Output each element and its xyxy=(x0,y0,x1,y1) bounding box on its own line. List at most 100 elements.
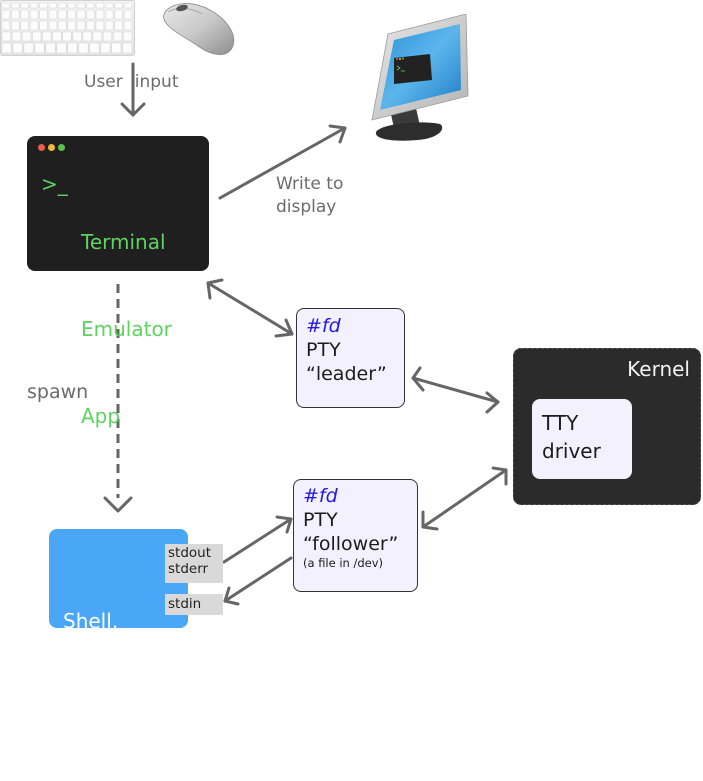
keyboard-key xyxy=(112,31,123,42)
keyboard-key xyxy=(39,20,48,31)
keyboard-key xyxy=(1,9,11,20)
keyboard-key xyxy=(76,2,86,9)
kernel-title: Kernel xyxy=(627,357,690,381)
keyboard-key xyxy=(123,31,133,42)
follower-kernel-arrow xyxy=(421,466,508,531)
keyboard-key xyxy=(76,9,86,20)
keyboard-key xyxy=(20,2,29,9)
keyboard-key xyxy=(12,42,23,54)
kernel-box: Kernel TTY driver xyxy=(513,348,701,505)
keyboard-key xyxy=(1,42,12,54)
keyboard-key xyxy=(114,2,123,9)
spawn-label: spawn xyxy=(27,381,89,403)
stderr-label: stderr xyxy=(168,561,209,577)
user-input-label-part1: User xyxy=(84,72,123,92)
pty-leader-title: PTY xyxy=(306,339,341,361)
keyboard-key xyxy=(62,31,72,42)
keyboard-key xyxy=(67,42,78,54)
keyboard-key xyxy=(67,2,76,9)
pty-leader-box: #fd PTY “leader” xyxy=(296,308,405,408)
prompt-icon: >_ xyxy=(41,172,68,196)
keyboard-key xyxy=(86,9,95,20)
terminal-leader-arrow xyxy=(206,278,294,338)
keyboard-key xyxy=(114,20,123,31)
spawn-arrow xyxy=(103,284,133,513)
keyboard-key xyxy=(86,2,95,9)
keyboard-key xyxy=(123,20,133,31)
keyboard-key xyxy=(20,9,29,20)
write-to-display-line2: display xyxy=(276,197,337,217)
monitor-icon xyxy=(371,14,469,141)
stdout-label: stdout xyxy=(168,545,212,561)
keyboard-key xyxy=(67,20,76,31)
user-input-arrow xyxy=(120,62,146,117)
write-to-display-line1: Write to xyxy=(276,174,344,194)
keyboard-key xyxy=(48,2,58,9)
keyboard-key xyxy=(67,9,76,20)
keyboard-icon xyxy=(0,0,135,56)
keyboard-key xyxy=(42,31,52,42)
keyboard-key xyxy=(76,20,86,31)
keyboard-key xyxy=(39,9,48,20)
keyboard-key xyxy=(82,31,92,42)
window-close-dot xyxy=(38,144,45,151)
keyboard-key xyxy=(29,2,39,9)
keyboard-key xyxy=(102,31,113,42)
write-to-display-label: Write to display xyxy=(276,173,343,219)
keyboard-key xyxy=(11,2,20,9)
keyboard-key xyxy=(114,9,123,20)
stdout-arrow xyxy=(222,515,293,564)
tty-driver-line2: driver xyxy=(542,439,601,463)
keyboard-key xyxy=(34,42,45,54)
keyboard-key xyxy=(11,20,20,31)
keyboard-key xyxy=(92,31,102,42)
write-to-display-arrow xyxy=(218,124,347,200)
keyboard-key xyxy=(32,31,42,42)
keyboard-key xyxy=(105,2,114,9)
keyboard-key xyxy=(39,2,48,9)
keyboard-key xyxy=(95,9,105,20)
stdout-stderr-badge: stdout stderr xyxy=(165,544,223,583)
keyboard-key xyxy=(45,42,56,54)
keyboard-key xyxy=(1,31,11,42)
keyboard-key xyxy=(29,20,39,31)
keyboard-key xyxy=(20,20,29,31)
keyboard-key xyxy=(123,9,133,20)
keyboard-key xyxy=(89,42,100,54)
keyboard-key xyxy=(86,20,95,31)
keyboard-key xyxy=(111,42,122,54)
tty-driver-line1: TTY xyxy=(542,411,579,435)
keyboard-key xyxy=(56,42,67,54)
user-input-label-part2: input xyxy=(134,72,179,92)
keyboard-key xyxy=(11,9,20,20)
terminal-title-line3: App xyxy=(81,404,121,428)
pty-follower-role: “follower” xyxy=(303,533,399,555)
pty-leader-role: “leader” xyxy=(306,363,387,385)
tty-driver-box: TTY driver xyxy=(532,399,632,479)
user-input-label: User input xyxy=(84,71,178,94)
window-minimize-dot xyxy=(48,144,55,151)
keyboard-key xyxy=(122,42,133,54)
arrows-layer xyxy=(103,62,508,606)
keyboard-key xyxy=(105,20,114,31)
keyboard-key xyxy=(11,31,22,42)
terminal-title-line2: Emulator xyxy=(81,317,172,341)
shell-line1: Shell, xyxy=(63,609,119,633)
keyboard-key xyxy=(48,20,58,31)
keyboard-key xyxy=(29,9,39,20)
leader-kernel-arrow xyxy=(411,366,500,414)
keyboard-key xyxy=(58,2,67,9)
pty-follower-note: (a file in /dev) xyxy=(303,556,384,570)
shell-line2: e.g. zsh xyxy=(63,696,141,720)
terminal-title-line1: Terminal xyxy=(81,230,166,254)
keyboard-key xyxy=(58,9,67,20)
keyboard-key xyxy=(105,9,114,20)
mouse-icon xyxy=(163,3,235,55)
keyboard-key xyxy=(58,20,67,31)
keyboard-key xyxy=(1,2,11,9)
pty-follower-box: #fd PTY “follower” (a file in /dev) xyxy=(293,479,418,592)
pty-follower-title: PTY xyxy=(303,509,338,531)
keyboard-key xyxy=(21,31,32,42)
keyboard-key xyxy=(1,20,11,31)
keyboard-key xyxy=(52,31,62,42)
